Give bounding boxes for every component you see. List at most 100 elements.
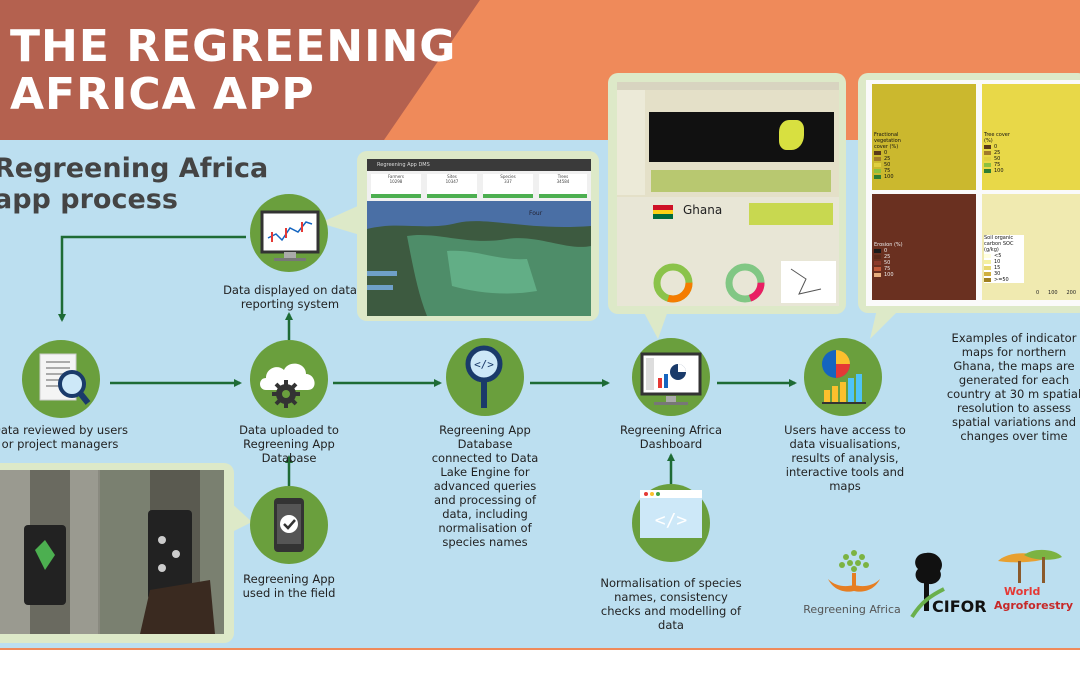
legend-value: <5 bbox=[994, 253, 1002, 259]
legend-item: 10 bbox=[984, 259, 1024, 265]
legend-item: 100 bbox=[984, 168, 1020, 174]
legend-swatch bbox=[874, 255, 881, 259]
monitor-chart-icon bbox=[260, 210, 320, 261]
code-window-icon: </> bbox=[640, 490, 702, 538]
ghana-flag bbox=[653, 205, 673, 219]
legend-value: 100 bbox=[884, 174, 894, 180]
document-magnifier-icon bbox=[39, 353, 91, 405]
legend-value: 0 bbox=[994, 144, 998, 150]
callout-pointer bbox=[640, 305, 670, 339]
regreening-logo-text: Regreening Africa bbox=[803, 603, 901, 616]
review-step-circle bbox=[22, 340, 100, 418]
legend-swatch bbox=[984, 169, 991, 173]
label-database: Regreening App Database connected to Dat… bbox=[431, 423, 539, 549]
acacia-trees-icon bbox=[998, 549, 1062, 583]
legend-swatch bbox=[984, 260, 991, 264]
legend-item: 25 bbox=[874, 254, 910, 260]
legend-value: 100 bbox=[994, 168, 1004, 174]
legend-value: >=50 bbox=[994, 277, 1009, 283]
legend-item: 100 bbox=[874, 174, 914, 180]
legend-item: <5 bbox=[984, 253, 1024, 259]
legend-swatch bbox=[984, 254, 991, 258]
section-subtitle: Regreening Africa app process bbox=[0, 153, 268, 215]
legend-swatch bbox=[874, 267, 881, 271]
legend-value: 0 bbox=[884, 248, 888, 254]
legend-item: 0 bbox=[874, 150, 914, 156]
legend-item: 75 bbox=[874, 266, 910, 272]
legend-item: 0 bbox=[984, 144, 1020, 150]
legend-swatch bbox=[984, 278, 991, 282]
legend-swatch bbox=[984, 272, 991, 276]
world-logo-text: World bbox=[1004, 585, 1041, 598]
tree-hands-icon bbox=[828, 550, 880, 592]
legend-item: 50 bbox=[874, 162, 914, 168]
legend-swatch bbox=[874, 151, 881, 155]
users-step-circle bbox=[804, 338, 882, 416]
legend-swatch bbox=[874, 249, 881, 253]
legend-item: 100 bbox=[874, 272, 910, 278]
page-title-line1: THE REGREENING bbox=[10, 21, 457, 72]
label-normalisation: Normalisation of species names, consiste… bbox=[600, 576, 742, 632]
dashboard-step-circle bbox=[632, 338, 710, 416]
legend-swatch bbox=[984, 157, 991, 161]
legend-item: 30 bbox=[984, 271, 1024, 277]
dashboard-monitor-icon bbox=[640, 352, 702, 405]
legend-item: 75 bbox=[984, 162, 1020, 168]
agroforestry-logo-text: Agroforestry bbox=[994, 599, 1073, 612]
upload-step-circle bbox=[250, 340, 328, 418]
legend-swatch bbox=[984, 151, 991, 155]
code-magnifier-icon: </> bbox=[465, 345, 503, 408]
legend-item: 50 bbox=[874, 260, 910, 266]
legend-item: 0 bbox=[874, 248, 910, 254]
pie-bar-chart-icon bbox=[822, 350, 866, 404]
legend-value: 100 bbox=[884, 272, 894, 278]
legend-swatch bbox=[874, 157, 881, 161]
dashboard-country-title: Ghana bbox=[683, 203, 723, 217]
legend-item: 75 bbox=[874, 168, 914, 174]
reporting-app-title: Regreening App DMS bbox=[367, 159, 591, 171]
arrow-display-to-review bbox=[58, 235, 246, 322]
legend-value: 50 bbox=[884, 162, 891, 168]
legend-swatch bbox=[984, 145, 991, 149]
label-uploaded: Data uploaded to Regreening App Database bbox=[239, 423, 339, 465]
legend-value: 50 bbox=[994, 156, 1001, 162]
field-photo-svg bbox=[0, 470, 224, 634]
normalisation-step-circle: </> bbox=[632, 484, 710, 562]
cloud-gear-icon bbox=[260, 363, 315, 408]
label-displayed: Data displayed on data reporting system bbox=[223, 283, 357, 311]
cifor-logo-text: CIFOR bbox=[932, 597, 987, 616]
legend-item: >=50 bbox=[984, 277, 1024, 283]
legend-item: 25 bbox=[984, 150, 1020, 156]
svg-text:</>: </> bbox=[655, 510, 688, 531]
label-maps-examples: Examples of indicator maps for northern … bbox=[946, 331, 1080, 443]
label-dashboard: Regreening Africa Dashboard bbox=[619, 423, 722, 451]
cifor-logo: CIFOR bbox=[908, 545, 988, 621]
legend-swatch bbox=[874, 163, 881, 167]
legend-swatch bbox=[874, 169, 881, 173]
legend-value: 10 bbox=[994, 259, 1001, 265]
legend-swatch bbox=[874, 273, 881, 277]
legend-swatch bbox=[984, 266, 991, 270]
legend-item: 25 bbox=[874, 156, 914, 162]
legend-value: 0 bbox=[884, 150, 888, 156]
map-scale-bar: 0 100 200 bbox=[1036, 290, 1076, 296]
label-reviewed: Data reviewed by users or project manage… bbox=[0, 423, 128, 451]
legend-item: 50 bbox=[984, 156, 1020, 162]
legend-value: 25 bbox=[884, 156, 891, 162]
label-users-access: Users have access to data visualisations… bbox=[784, 423, 906, 493]
legend-value: 75 bbox=[994, 162, 1001, 168]
title-band bbox=[0, 0, 480, 140]
callout-pointer bbox=[870, 305, 904, 339]
legend-value: 25 bbox=[994, 150, 1001, 156]
legend-value: 75 bbox=[884, 266, 891, 272]
bottom-divider bbox=[0, 648, 1080, 650]
callout-pointer bbox=[228, 500, 252, 534]
